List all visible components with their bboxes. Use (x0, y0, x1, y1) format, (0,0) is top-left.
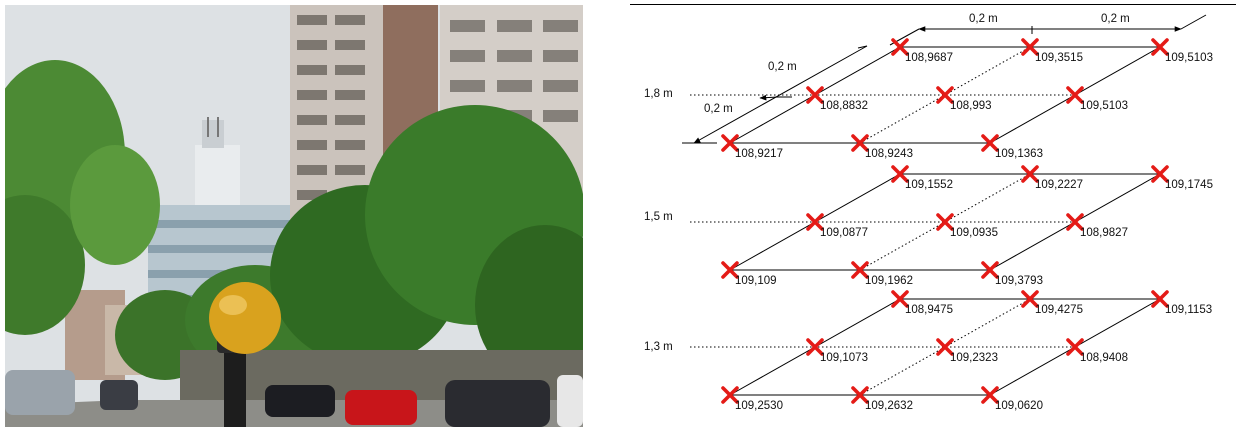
measurement-point-marker (1021, 38, 1039, 56)
measurement-value-label: 109,3515 (1035, 52, 1083, 64)
measurement-point-marker (981, 261, 999, 279)
level-3: 1,3 m 108,9475 109,4275 109,1153 109,1073 109… (644, 290, 1212, 412)
level-1: 1,8 m 108,9687 109,3515 109,5103 108,8832 108… (644, 38, 1213, 160)
measurement-value-label: 109,1363 (995, 148, 1043, 160)
measurement-value-label: 109,3793 (995, 275, 1043, 287)
measurement-value-label: 108,9475 (905, 304, 953, 316)
tower-building (195, 117, 240, 215)
center-diagonal-dotted (859, 173, 1031, 271)
measurement-value-label: 109,1745 (1165, 179, 1213, 191)
measurement-point-marker (1021, 290, 1039, 308)
measurement-value-label: 108,993 (950, 100, 992, 112)
measurement-value-label: 109,5103 (1080, 100, 1128, 112)
measurement-value-label: 108,9408 (1080, 352, 1128, 364)
measurement-value-label: 109,1552 (905, 179, 953, 191)
measurement-point-marker (851, 386, 869, 404)
measurement-point-marker (806, 213, 824, 231)
measurement-point-marker (981, 386, 999, 404)
measurement-point-marker (1066, 338, 1084, 356)
measurement-value-label: 108,9687 (905, 52, 953, 64)
measurement-value-label: 109,2323 (950, 352, 998, 364)
measurement-point-marker (721, 261, 739, 279)
measurement-point-marker (891, 165, 909, 183)
parked-cars (5, 370, 583, 427)
measurement-point-marker (936, 86, 954, 104)
dim-label-diag-upper: 0,2 m (768, 61, 797, 73)
measurement-value-label: 108,9827 (1080, 227, 1128, 239)
level-height-label: 1,5 m (644, 211, 673, 223)
measurement-value-label: 109,1073 (820, 352, 868, 364)
street-photo (5, 5, 583, 427)
measurement-point-marker (1151, 165, 1169, 183)
measurement-value-label: 108,9217 (735, 148, 783, 160)
measurement-point-marker (851, 261, 869, 279)
measurement-value-label: 108,8832 (820, 100, 868, 112)
level-2: 1,5 m 109,1552 109,2227 109,1745 109,0877 109… (644, 165, 1213, 287)
dim-label-top-left: 0,2 m (969, 13, 998, 25)
measurement-value-label: 109,0620 (995, 400, 1043, 412)
dimension-lines (682, 14, 1207, 144)
measurement-value-label: 109,1962 (865, 275, 913, 287)
measurement-point-marker (721, 386, 739, 404)
center-diagonal-dotted (859, 46, 1031, 144)
measurement-point-marker (1021, 165, 1039, 183)
measurement-point-marker (851, 134, 869, 152)
dim-label-diag-lower: 0,2 m (704, 103, 733, 115)
levels-group: 1,8 m 108,9687 109,3515 109,5103 108,8832 108… (644, 38, 1213, 412)
measurement-point-marker (891, 290, 909, 308)
measurement-point-marker (1066, 213, 1084, 231)
measurement-point-marker (806, 86, 824, 104)
level-height-label: 1,8 m (644, 88, 673, 100)
measurement-value-label: 109,0877 (820, 227, 868, 239)
measurement-point-marker (936, 213, 954, 231)
measurement-value-label: 109,4275 (1035, 304, 1083, 316)
measurement-point-marker (1151, 290, 1169, 308)
dim-label-top-right: 0,2 m (1101, 13, 1130, 25)
measurement-point-marker (1066, 86, 1084, 104)
measurement-point-marker (1151, 38, 1169, 56)
measurement-value-label: 109,2632 (865, 400, 913, 412)
level-height-label: 1,3 m (644, 341, 673, 353)
measurement-value-label: 108,9243 (865, 148, 913, 160)
measurement-point-marker (721, 134, 739, 152)
measurement-value-label: 109,109 (735, 275, 777, 287)
measurement-value-label: 109,1153 (1165, 304, 1212, 316)
street-trees (5, 60, 583, 385)
measurement-point-marker (891, 38, 909, 56)
measurement-point-marker (981, 134, 999, 152)
center-diagonal-dotted (859, 298, 1031, 396)
measurement-value-label: 109,2227 (1035, 179, 1083, 191)
measurement-diagram: 0,2 m 0,2 m 0,2 m 0,2 m 1,8 m 108,9687 109… (630, 4, 1236, 412)
measurement-value-label: 109,2530 (735, 400, 783, 412)
measurement-point-marker (936, 338, 954, 356)
measurement-value-label: 109,5103 (1165, 52, 1213, 64)
measurement-point-marker (806, 338, 824, 356)
measurement-value-label: 109,0935 (950, 227, 998, 239)
street-lamp (209, 282, 281, 427)
